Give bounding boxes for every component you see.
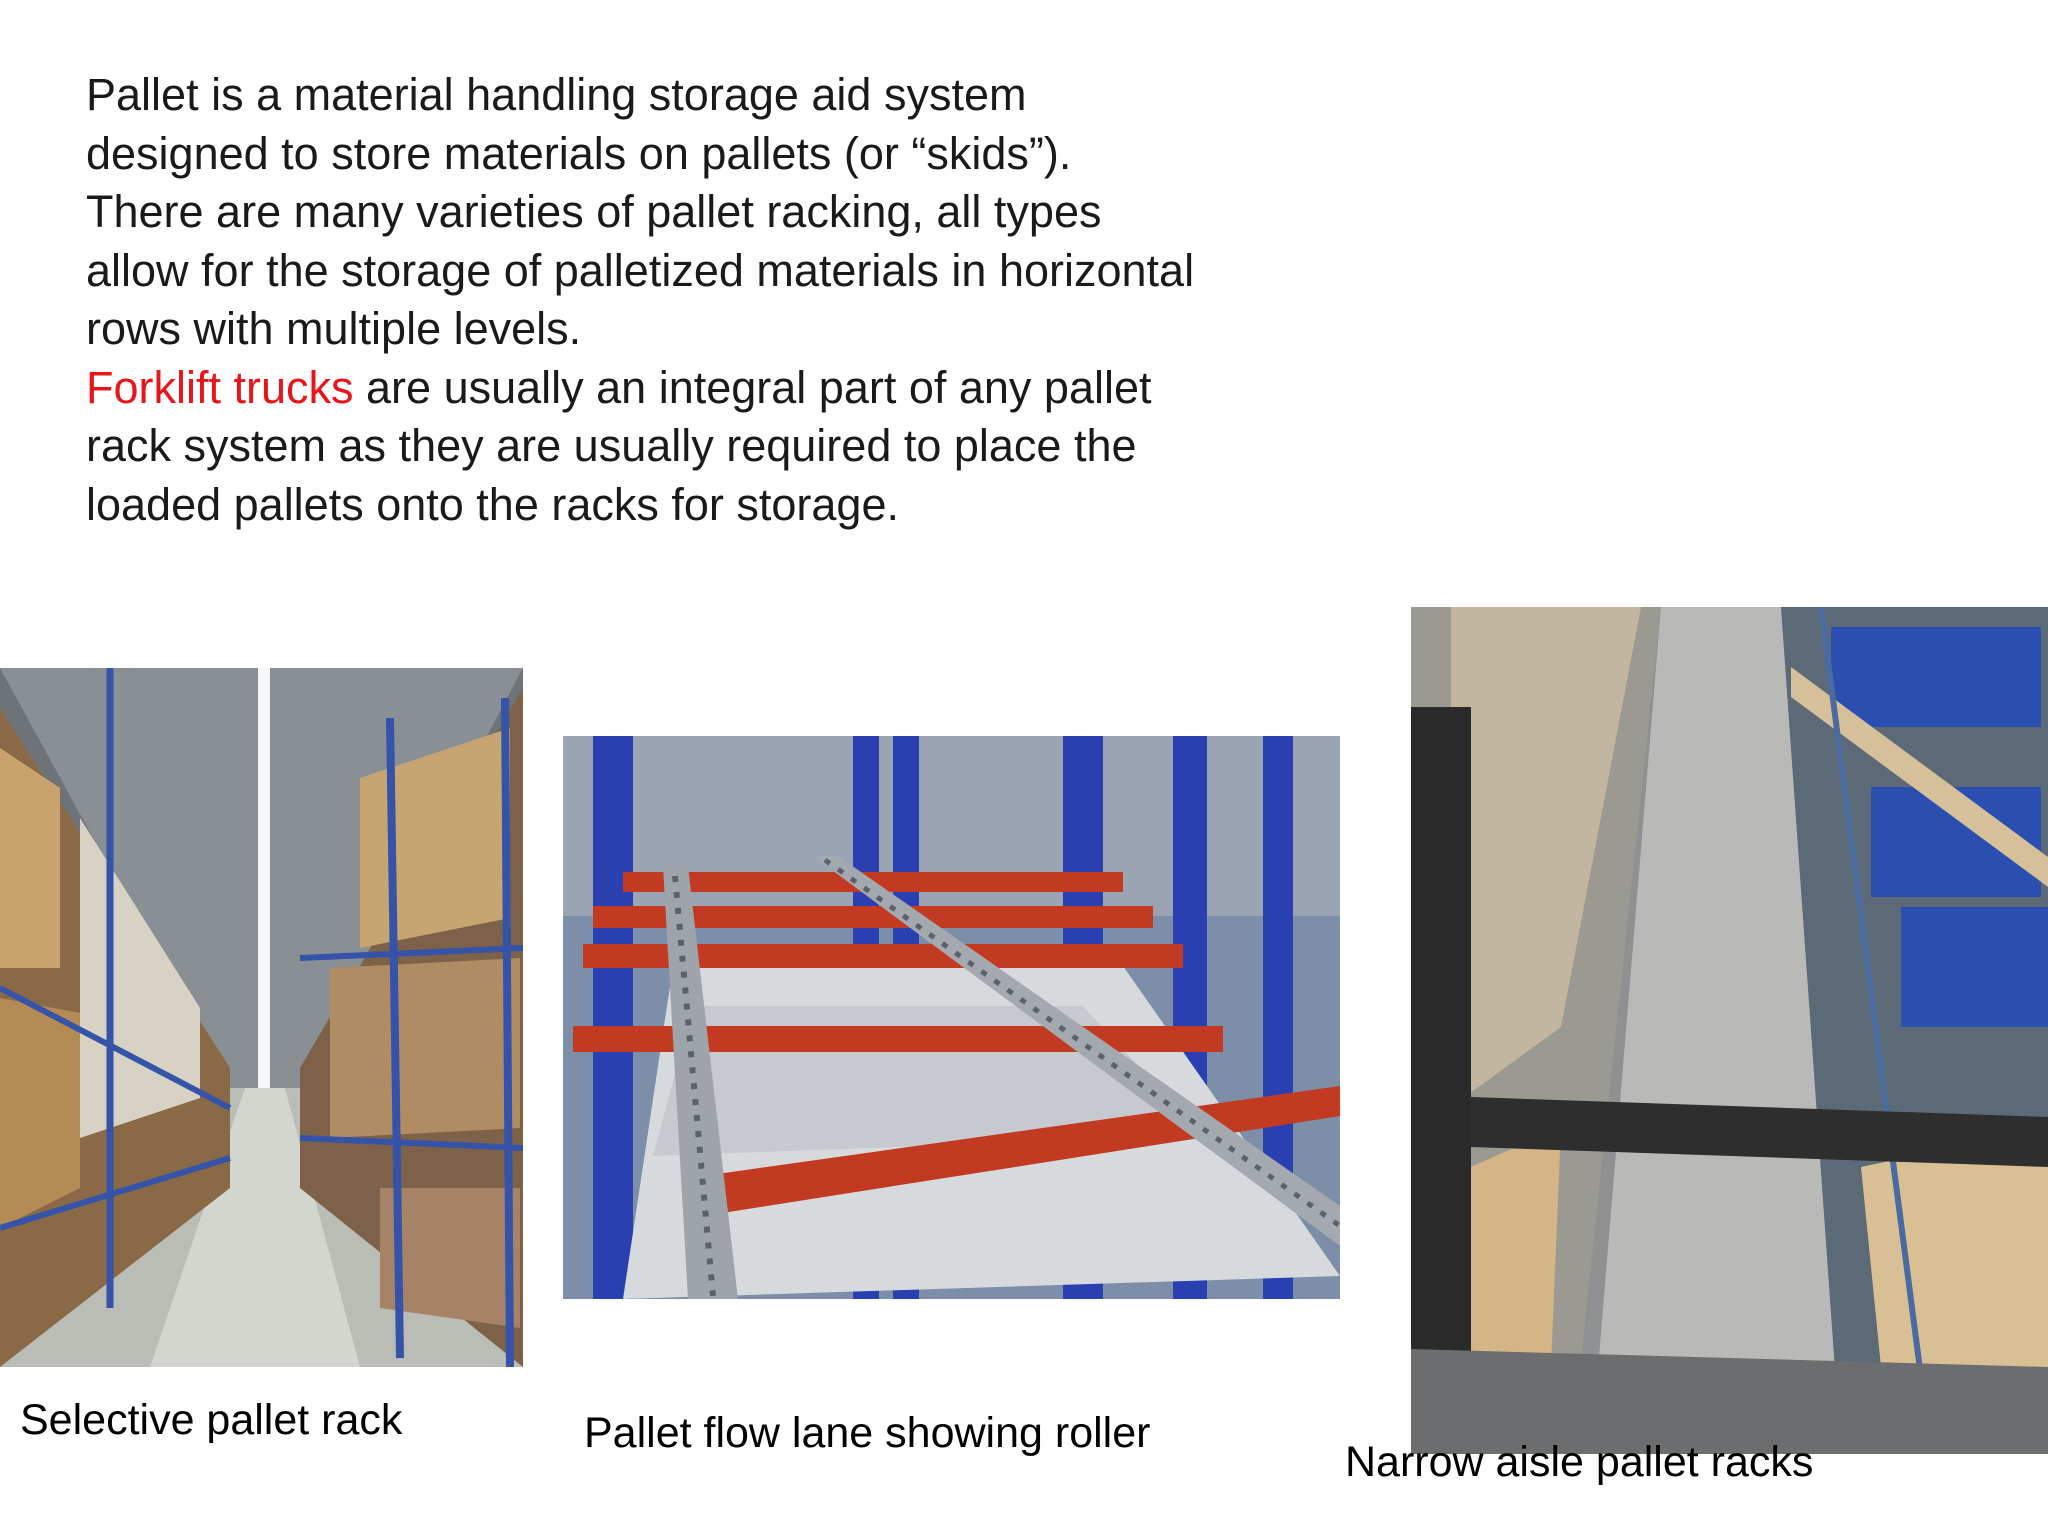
forklift-sentence: Forklift trucks are usually an integral …	[86, 359, 1196, 535]
forklift-text: are usually an integral part of any pall…	[86, 361, 1152, 530]
narrow-aisle-pallet-racks-photo	[1411, 607, 2048, 1454]
photo-caption: Narrow aisle pallet racks	[1345, 1438, 1814, 1486]
forklift-highlight: Forklift trucks	[86, 361, 354, 413]
selective-pallet-rack-photo	[0, 668, 523, 1367]
photo-caption: Selective pallet rack	[20, 1396, 403, 1444]
description-paragraph: Pallet is a material handling storage ai…	[86, 66, 1196, 534]
pallet-flow-lane-photo	[563, 736, 1340, 1299]
photo-caption: Pallet flow lane showing roller	[584, 1409, 1151, 1457]
description-text: Pallet is a material handling storage ai…	[86, 69, 1195, 354]
